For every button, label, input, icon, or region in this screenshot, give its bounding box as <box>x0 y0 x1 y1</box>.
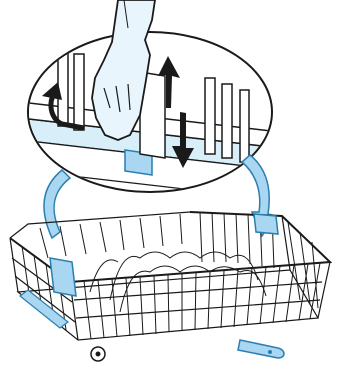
rack-latch-right <box>254 214 278 234</box>
rack-wheel <box>91 347 105 361</box>
rack-tab <box>238 340 284 358</box>
magnify-arrow-left-icon <box>44 170 70 238</box>
